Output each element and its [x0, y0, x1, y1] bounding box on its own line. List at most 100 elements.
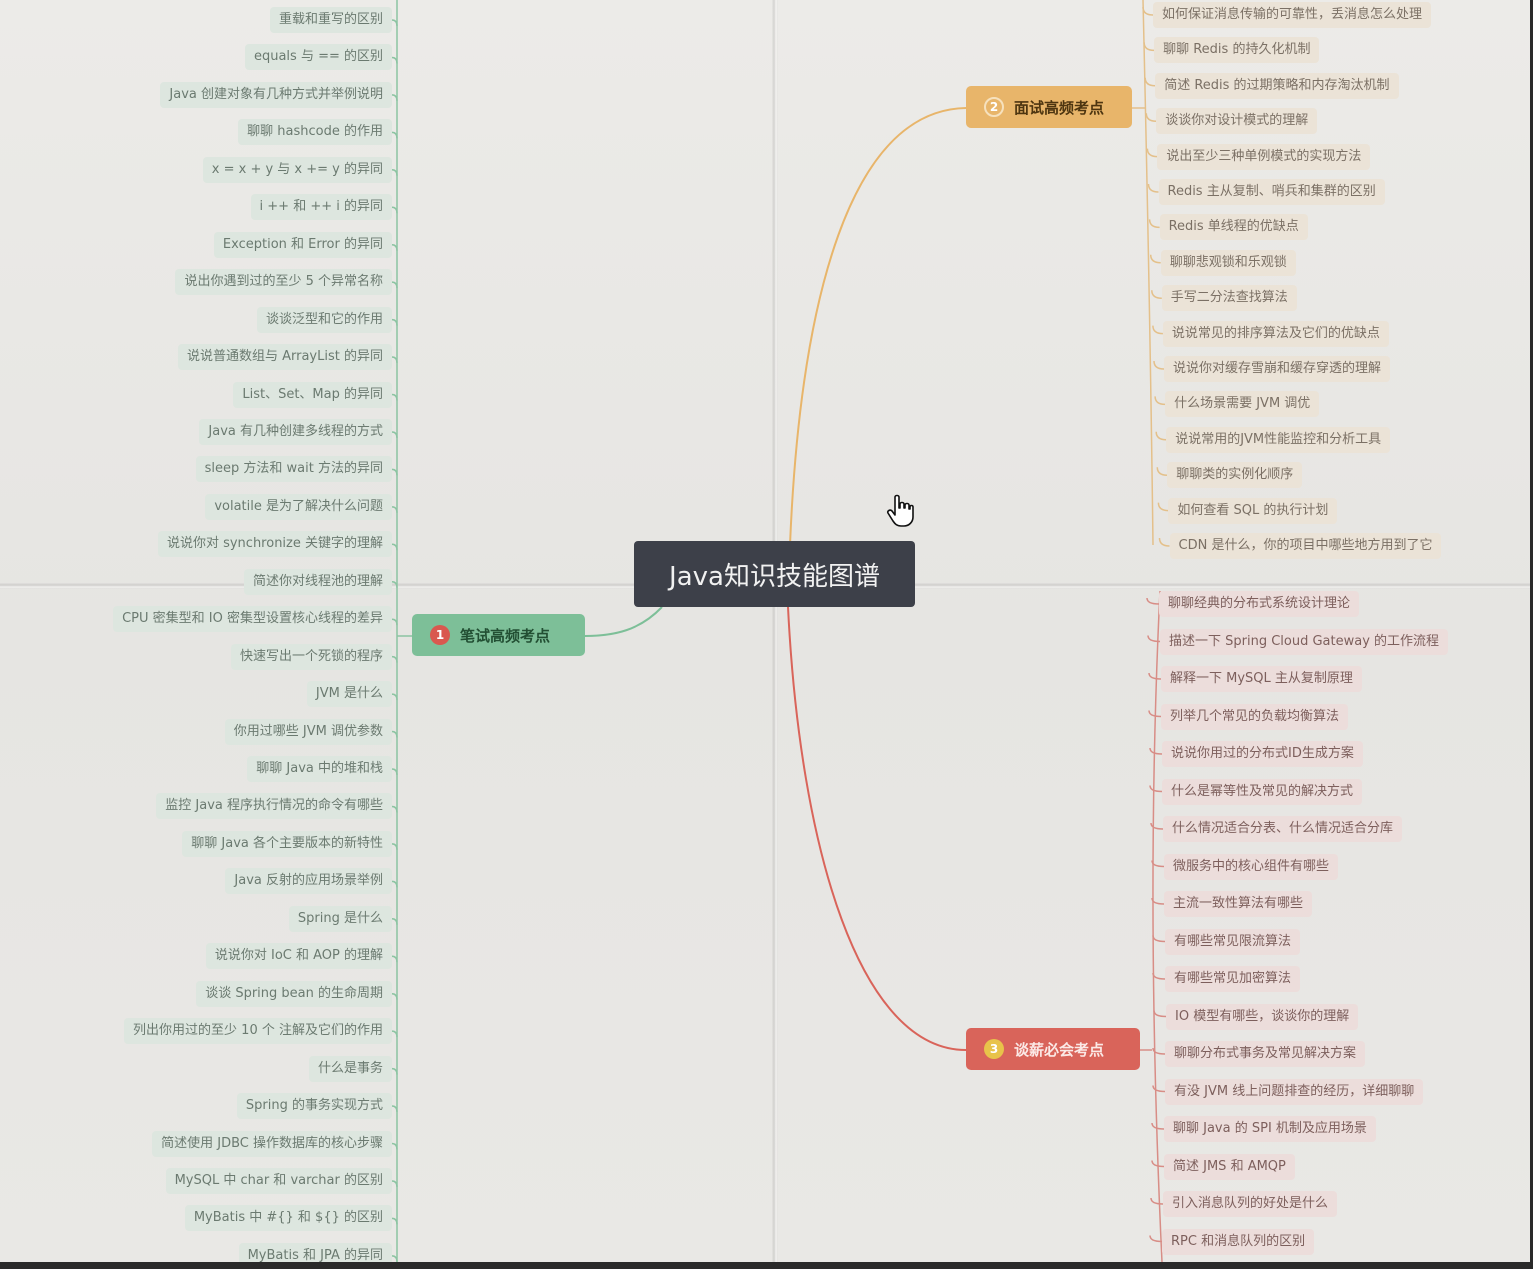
- branch-connector: [1144, 77, 1156, 87]
- branch-connector: [1148, 672, 1162, 680]
- topic-item[interactable]: JVM 是什么: [306, 681, 392, 708]
- topic-item[interactable]: 什么是幂等性及常见的解决方式: [1162, 778, 1363, 805]
- category-title: 面试高频考点: [1014, 98, 1105, 117]
- branch-connector: [1158, 537, 1170, 547]
- topic-item[interactable]: equals 与 == 的区别: [244, 44, 392, 71]
- topic-item[interactable]: 说说常见的排序算法及它们的优缺点: [1162, 320, 1389, 347]
- paper-fold-vertical: [772, 0, 778, 1262]
- topic-item[interactable]: 简述你对线程池的理解: [243, 568, 392, 595]
- category-written-test[interactable]: 1 笔试高频考点: [412, 614, 585, 656]
- topic-item[interactable]: 简述 Redis 的过期策略和内存淘汰机制: [1155, 72, 1399, 99]
- branch-connector: [1143, 42, 1155, 52]
- topic-item[interactable]: 说说你对 synchronize 关键字的理解: [157, 531, 392, 558]
- category-interview[interactable]: 2 面试高频考点: [966, 86, 1132, 128]
- branch-connector: [1146, 597, 1160, 605]
- branch-connector: [1151, 1122, 1165, 1130]
- category-title: 笔试高频考点: [460, 626, 551, 645]
- topic-item[interactable]: Redis 单线程的优缺点: [1159, 214, 1308, 241]
- topic-item[interactable]: 聊聊分布式事务及常见解决方案: [1165, 1041, 1366, 1067]
- topic-item[interactable]: Java 创建对象有几种方式并举例说明: [160, 81, 392, 108]
- topic-item[interactable]: 列举几个常见的负载均衡算法: [1161, 703, 1349, 730]
- topic-item[interactable]: 聊聊悲观锁和乐观锁: [1160, 249, 1296, 276]
- topic-item[interactable]: CDN 是什么，你的项目中哪些地方用到了它: [1169, 533, 1442, 559]
- topic-item[interactable]: 有哪些常见限流算法: [1165, 928, 1301, 955]
- topic-item[interactable]: 简述使用 JDBC 操作数据库的核心步骤: [152, 1130, 392, 1157]
- branch-connector: [1152, 972, 1166, 980]
- topic-item[interactable]: MyBatis 和 JPA 的异同: [238, 1242, 392, 1262]
- center-topic[interactable]: Java知识技能图谱: [634, 541, 915, 607]
- topic-item[interactable]: 主流一致性算法有哪些: [1164, 891, 1313, 917]
- topic-item[interactable]: volatile 是为了解决什么问题: [205, 493, 392, 520]
- topic-item[interactable]: 有没 JVM 线上问题排查的经历，详细聊聊: [1165, 1078, 1424, 1105]
- category-salary[interactable]: 3 谈薪必会考点: [966, 1028, 1140, 1070]
- topic-item[interactable]: 微服务中的核心组件有哪些: [1164, 853, 1339, 880]
- topic-item[interactable]: Exception 和 Error 的异同: [213, 231, 392, 258]
- topic-item[interactable]: Spring 是什么: [288, 905, 392, 932]
- topic-item[interactable]: 聊聊 hashcode 的作用: [238, 119, 392, 146]
- topic-item[interactable]: 如何查看 SQL 的执行计划: [1168, 497, 1338, 524]
- topic-item[interactable]: 谈谈 Spring bean 的生命周期: [196, 980, 392, 1007]
- topic-item[interactable]: IO 模型有哪些，谈谈你的理解: [1166, 1003, 1359, 1030]
- number-badge-2: 2: [984, 97, 1004, 117]
- topic-item[interactable]: CPU 密集型和 IO 密集型设置核心线程的差异: [113, 606, 392, 633]
- branch-connector: [1152, 1085, 1166, 1093]
- topic-item[interactable]: 引入消息队列的好处是什么: [1163, 1191, 1338, 1217]
- topic-item[interactable]: List、Set、Map 的异同: [233, 381, 392, 408]
- hand-cursor-icon: [887, 494, 914, 527]
- branch-connector: [1148, 219, 1160, 229]
- topic-item[interactable]: 说说普通数组与 ArrayList 的异同: [177, 344, 392, 371]
- topic-item[interactable]: 聊聊 Java 各个主要版本的新特性: [182, 830, 392, 857]
- topic-item[interactable]: 快速写出一个死锁的程序: [230, 643, 392, 670]
- topic-item[interactable]: 简述 JMS 和 AMQP: [1164, 1153, 1295, 1180]
- branch-connector: [1152, 325, 1163, 335]
- branch-connector: [1149, 747, 1163, 755]
- topic-item[interactable]: 什么场景需要 JVM 调优: [1165, 391, 1320, 418]
- topic-item[interactable]: Spring 的事务实现方式: [236, 1093, 392, 1120]
- topic-item[interactable]: 聊聊类的实例化顺序: [1167, 462, 1303, 489]
- topic-item[interactable]: x = x + y 与 x += y 的异同: [202, 156, 392, 183]
- branch-connector: [1151, 897, 1165, 905]
- topic-item[interactable]: Java 反射的应用场景举例: [225, 868, 392, 895]
- topic-item[interactable]: 列出你用过的至少 10 个 注解及它们的作用: [124, 1018, 392, 1045]
- topic-item[interactable]: 说说常用的JVM性能监控和分析工具: [1166, 426, 1391, 453]
- topic-item[interactable]: i ++ 和 ++ i 的异同: [250, 194, 392, 221]
- topic-item[interactable]: 聊聊 Redis 的持久化机制: [1154, 37, 1320, 64]
- topic-item[interactable]: 什么是事务: [308, 1055, 392, 1082]
- connector-center-to-cat1: [584, 606, 663, 637]
- topic-item[interactable]: 谈谈你对设计模式的理解: [1156, 108, 1318, 135]
- topic-item[interactable]: 说说你对缓存雪崩和缓存穿透的理解: [1164, 356, 1391, 382]
- topic-item[interactable]: 描述一下 Spring Cloud Gateway 的工作流程: [1160, 628, 1449, 655]
- topic-item[interactable]: 说出你遇到过的至少 5 个异常名称: [175, 269, 392, 296]
- topic-item[interactable]: MySQL 中 char 和 varchar 的区别: [165, 1167, 392, 1194]
- topic-item[interactable]: Redis 主从复制、哨兵和集群的区别: [1158, 179, 1385, 205]
- topic-item[interactable]: 如何保证消息传输的可靠性，丢消息怎么处理: [1153, 2, 1432, 28]
- topic-item[interactable]: 聊聊 Java 的 SPI 机制及应用场景: [1164, 1116, 1376, 1142]
- branch-connector: [1153, 360, 1165, 370]
- topic-item[interactable]: 聊聊经典的分布式系统设计理论: [1159, 591, 1360, 617]
- topic-item[interactable]: 说说你对 IoC 和 AOP 的理解: [205, 943, 392, 970]
- topic-item[interactable]: sleep 方法和 wait 方法的异同: [195, 456, 392, 483]
- branch-connector: [1152, 935, 1166, 943]
- topic-item[interactable]: 说出至少三种单例模式的实现方法: [1157, 143, 1371, 170]
- topic-item[interactable]: 解释一下 MySQL 主从复制原理: [1161, 666, 1362, 692]
- branch-connector: [1156, 467, 1168, 476]
- topic-item[interactable]: RPC 和消息队列的区别: [1162, 1228, 1315, 1255]
- branch-connector: [1147, 183, 1159, 193]
- topic-item[interactable]: Java 有几种创建多线程的方式: [199, 418, 392, 445]
- branch-connector: [1148, 710, 1162, 718]
- topic-item[interactable]: MyBatis 中 #{} 和 ${} 的区别: [184, 1205, 392, 1232]
- branch-connector: [1151, 860, 1165, 868]
- topic-item[interactable]: 什么情况适合分表、什么情况适合分库: [1163, 816, 1403, 842]
- topic-item[interactable]: 谈谈泛型和它的作用: [256, 306, 392, 333]
- topic-item[interactable]: 说说你用过的分布式ID生成方案: [1162, 741, 1363, 767]
- topic-item[interactable]: 有哪些常见加密算法: [1165, 966, 1301, 992]
- topic-item[interactable]: 你用过哪些 JVM 调优参数: [224, 718, 392, 745]
- topic-item[interactable]: 重载和重写的区别: [269, 7, 392, 33]
- connector-center-to-cat2: [789, 107, 967, 546]
- topic-item[interactable]: 监控 Java 程序执行情况的命令有哪些: [156, 793, 392, 820]
- topic-item[interactable]: 聊聊 Java 中的堆和栈: [247, 756, 392, 782]
- center-title: Java知识技能图谱: [669, 561, 880, 592]
- topic-item[interactable]: 手写二分法查找算法: [1161, 285, 1297, 312]
- branch-connector: [1157, 502, 1169, 512]
